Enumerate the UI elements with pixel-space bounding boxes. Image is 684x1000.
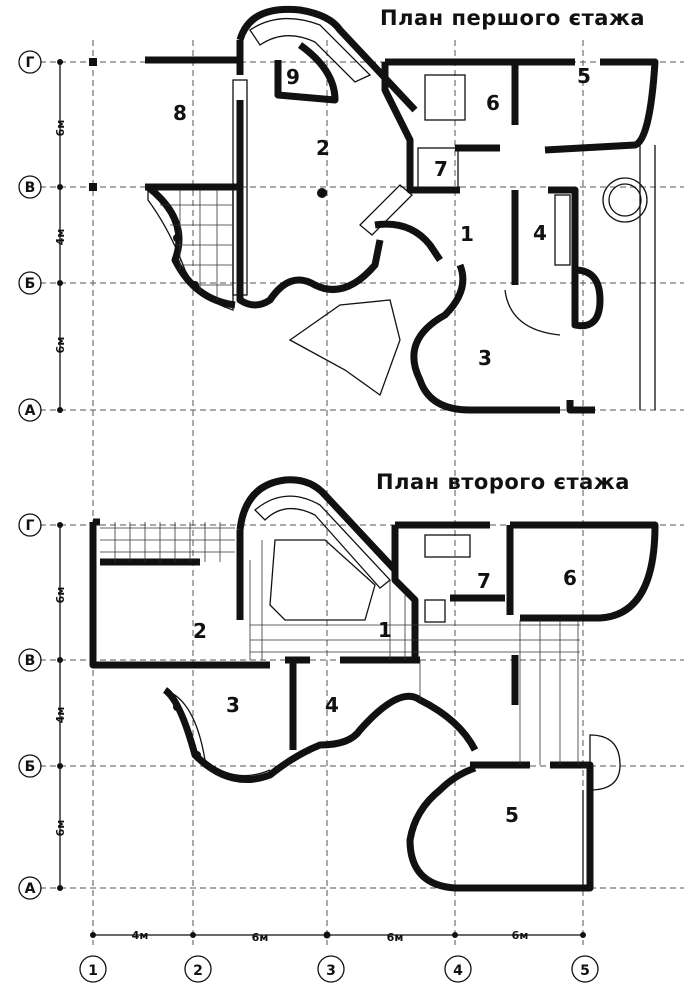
axis-label: В	[25, 653, 36, 669]
room-number: 2	[316, 136, 330, 160]
staircase	[254, 495, 391, 589]
dim-label: 6м	[252, 931, 269, 944]
plan-2-details	[100, 495, 621, 888]
bathtub	[424, 74, 466, 121]
kitchen-counter	[554, 194, 571, 266]
dim-label: 6м	[512, 929, 529, 942]
room-number: 6	[563, 566, 577, 590]
bathtub	[424, 534, 471, 558]
dim-label: 4м	[54, 707, 67, 724]
round-pool	[602, 177, 648, 223]
room-number: 1	[460, 222, 474, 246]
plan-2-title: План второго єтажа	[376, 470, 630, 494]
dim-label: 6м	[387, 931, 404, 944]
room-number: 4	[533, 221, 547, 245]
room-number: 8	[173, 101, 187, 125]
entrance-steps	[288, 299, 401, 397]
axis-label: 5	[580, 963, 590, 979]
room-number: 7	[434, 157, 448, 181]
room-number: 3	[226, 693, 240, 717]
room-number: 3	[478, 346, 492, 370]
plan-1-details	[147, 17, 656, 410]
dim-label: 6м	[54, 337, 67, 354]
dim-label: 4м	[54, 229, 67, 246]
axis-label: 2	[193, 963, 203, 979]
room-number: 7	[477, 569, 491, 593]
dimension-ticks	[57, 58, 586, 939]
axis-label: Г	[26, 518, 35, 534]
room-number: 2	[193, 619, 207, 643]
room-number: 4	[325, 693, 339, 717]
axis-label: А	[25, 403, 36, 419]
axis-label: 3	[326, 963, 336, 979]
dim-label: 6м	[54, 120, 67, 137]
row-axes-bottom: Г В Б А	[18, 513, 42, 900]
axis-label: А	[25, 881, 36, 897]
plan-2-room-labels: 2 1 7 6 3 4 5	[193, 566, 577, 827]
room-number: 9	[286, 65, 300, 89]
axis-label: 1	[88, 963, 98, 979]
room-number: 5	[505, 803, 519, 827]
axis-label: В	[25, 180, 36, 196]
plan-1-room-labels: 8 9 2 6 5 7 1 4 3	[173, 64, 591, 370]
dim-label: 6м	[54, 587, 67, 604]
axis-label: Г	[26, 55, 35, 71]
axis-label: Б	[25, 276, 36, 292]
dim-label: 6м	[54, 820, 67, 837]
staircase	[249, 17, 372, 83]
room-number: 6	[486, 91, 500, 115]
dim-label: 4м	[132, 929, 149, 942]
room-number: 5	[577, 64, 591, 88]
room-number: 1	[378, 618, 392, 642]
stair-void	[269, 539, 376, 621]
plan-1-title: План першого єтажа	[380, 6, 646, 30]
plan-2-walls	[89, 476, 659, 892]
axis-label: Б	[25, 759, 36, 775]
column-axes: 1 2 3 4 5	[79, 955, 599, 983]
row-axes-top: Г В Б А	[18, 50, 42, 422]
axis-label: 4	[453, 963, 463, 979]
